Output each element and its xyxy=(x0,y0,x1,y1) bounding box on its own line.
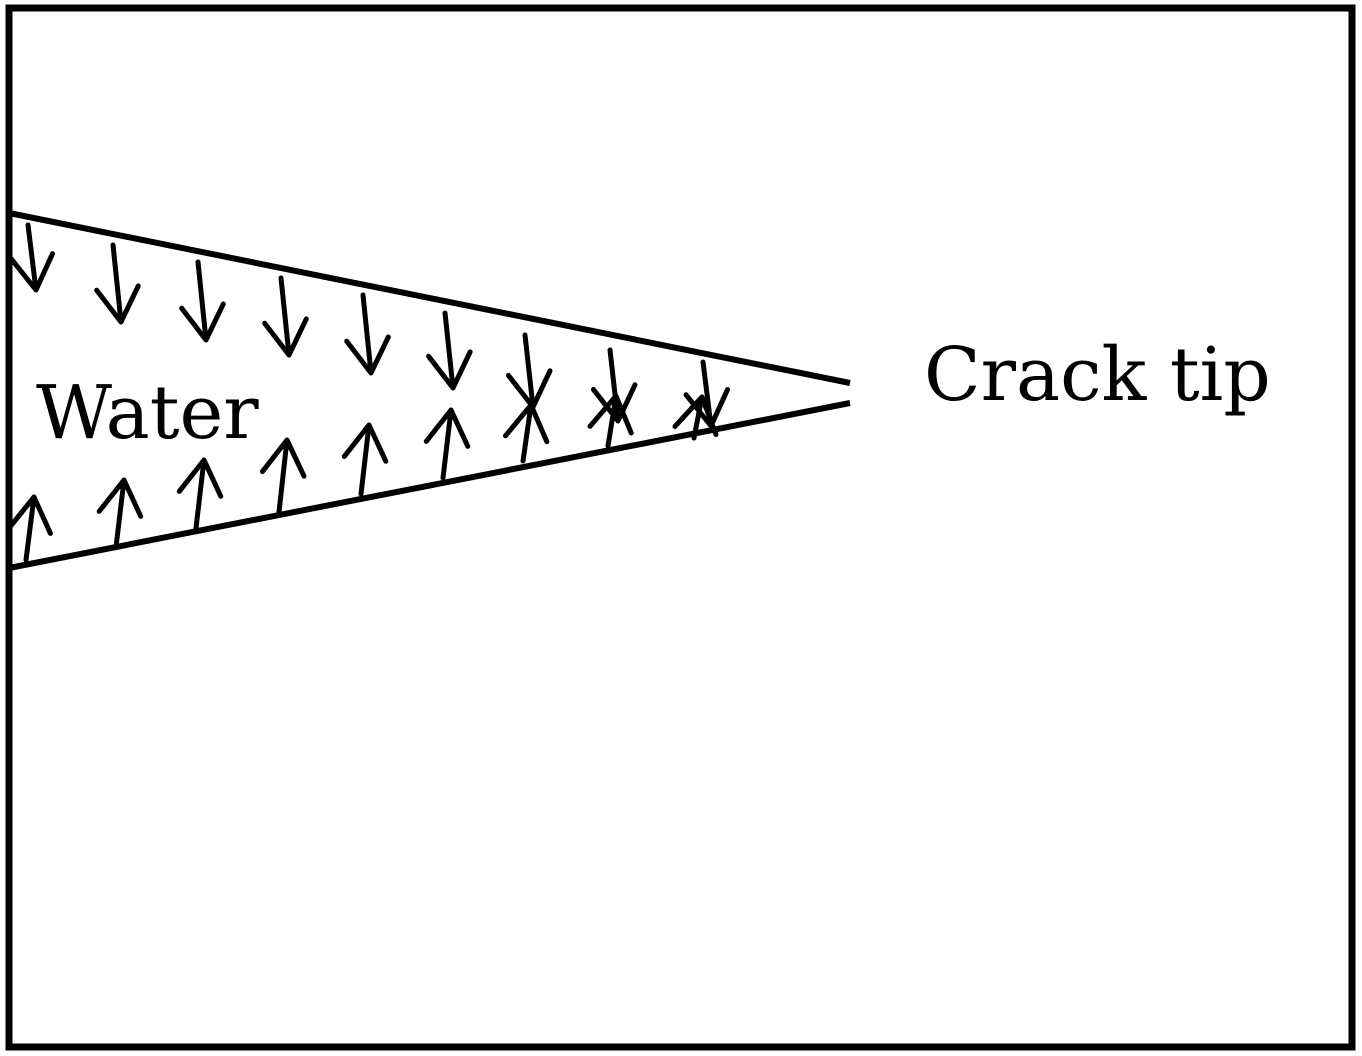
downward-arrow xyxy=(590,347,638,424)
upward-arrow xyxy=(259,437,307,515)
upward-arrow xyxy=(341,422,389,497)
upward-arrow xyxy=(6,494,53,563)
crack-tip-label: Crack tip xyxy=(924,332,1271,418)
upward-arrow xyxy=(96,477,144,550)
downward-arrow xyxy=(344,292,391,376)
upward-arrow xyxy=(502,402,550,464)
downward-arrow xyxy=(8,222,56,293)
downward-arrow xyxy=(179,259,226,343)
water-label: Water xyxy=(36,370,259,456)
downward-force-arrows xyxy=(8,222,731,429)
downward-arrow xyxy=(94,242,141,325)
upward-arrow xyxy=(176,457,224,531)
crack-upper-face xyxy=(8,210,851,386)
upward-arrow xyxy=(423,407,471,481)
downward-arrow xyxy=(505,332,553,410)
upward-force-arrows xyxy=(6,393,719,563)
upward-arrow xyxy=(672,394,719,441)
downward-arrow xyxy=(262,275,309,358)
upward-arrow xyxy=(587,393,634,449)
crack-lower-face xyxy=(8,400,851,571)
downward-arrow xyxy=(426,310,473,391)
